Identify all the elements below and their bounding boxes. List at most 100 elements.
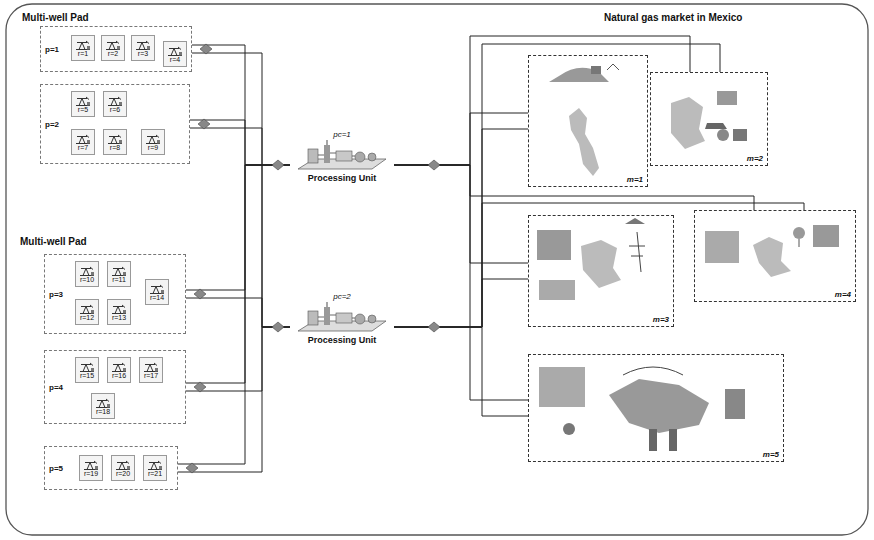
market-illustration xyxy=(529,56,643,188)
gas-well: r=6 xyxy=(103,91,127,117)
index-label: r=15 xyxy=(76,372,98,380)
pumpjack-icon xyxy=(164,44,186,56)
index-label: p=2 xyxy=(45,120,59,129)
flow-line xyxy=(394,279,528,327)
gas-well: r=14 xyxy=(145,279,169,305)
market-illustration xyxy=(651,73,763,167)
pumpjack-icon xyxy=(108,302,130,314)
gas-well: r=4 xyxy=(163,41,187,67)
pumpjack-icon xyxy=(112,458,134,470)
index-label: r=11 xyxy=(108,276,130,284)
gas-well: r=21 xyxy=(143,455,167,481)
index-label: r=19 xyxy=(80,470,102,478)
gas-well: r=20 xyxy=(111,455,135,481)
market-illustration xyxy=(529,355,779,463)
market-region: m=4 xyxy=(694,210,856,302)
gas-well: r=3 xyxy=(131,35,155,61)
gas-well: r=15 xyxy=(75,357,99,383)
index-label: r=20 xyxy=(112,470,134,478)
market-region: m=5 xyxy=(528,354,784,462)
pumpjack-icon xyxy=(144,458,166,470)
pumpjack-icon xyxy=(104,132,126,144)
plant-icon xyxy=(290,301,394,335)
market-region: m=1 xyxy=(528,55,648,187)
pumpjack-icon xyxy=(104,94,126,106)
index-label: r=17 xyxy=(140,372,162,380)
index-label: r=14 xyxy=(146,294,168,302)
unit-name: Processing Unit xyxy=(290,335,394,345)
index-label: r=8 xyxy=(104,144,126,152)
pumpjack-icon xyxy=(80,458,102,470)
market-illustration xyxy=(695,211,851,303)
flow-line xyxy=(178,165,290,464)
section-heading: Natural gas market in Mexico xyxy=(604,12,742,23)
flow-line xyxy=(394,129,528,327)
index-label: p=5 xyxy=(49,464,63,473)
gas-well: r=5 xyxy=(71,91,95,117)
index-label: pc=1 xyxy=(290,130,394,139)
flow-line xyxy=(192,45,290,165)
index-label: p=3 xyxy=(49,290,63,299)
pumpjack-icon xyxy=(92,396,114,408)
pumpjack-icon xyxy=(132,38,154,50)
index-label: r=12 xyxy=(76,314,98,322)
gas-well: r=12 xyxy=(75,299,99,325)
processing-unit: pc=2Processing Unit xyxy=(290,292,394,362)
gas-well: r=17 xyxy=(139,357,163,383)
plant-icon xyxy=(290,139,394,173)
section-heading: Multi-well Pad xyxy=(20,236,87,247)
flow-line xyxy=(394,203,804,327)
gas-well: r=19 xyxy=(79,455,103,481)
gas-well: r=10 xyxy=(75,261,99,287)
mixer-diamond xyxy=(194,382,206,392)
gas-well: r=18 xyxy=(91,393,115,419)
pumpjack-icon xyxy=(102,38,124,50)
index-label: m=4 xyxy=(835,290,851,299)
well-pad: p=2 r=5 r=6 r=7 r=8 r=9 xyxy=(40,84,190,164)
index-label: p=1 xyxy=(45,45,59,54)
mixer-diamond xyxy=(198,119,210,129)
index-label: r=18 xyxy=(92,408,114,416)
flow-line xyxy=(394,113,528,165)
index-label: r=10 xyxy=(76,276,98,284)
pumpjack-icon xyxy=(76,264,98,276)
flow-line xyxy=(394,165,528,400)
gas-well: r=7 xyxy=(71,129,95,155)
processing-unit: pc=1Processing Unit xyxy=(290,130,394,200)
flow-line xyxy=(192,53,290,327)
pumpjack-icon xyxy=(140,360,162,372)
pumpjack-icon xyxy=(146,282,168,294)
mixer-diamond xyxy=(272,160,284,170)
index-label: m=5 xyxy=(763,450,779,459)
market-illustration xyxy=(529,216,669,328)
mixer-diamond xyxy=(272,322,284,332)
index-label: m=3 xyxy=(653,315,669,324)
gas-well: r=1 xyxy=(71,35,95,61)
flow-line xyxy=(394,327,528,416)
gas-well: r=11 xyxy=(107,261,131,287)
index-label: r=16 xyxy=(108,372,130,380)
mixer-diamond xyxy=(186,463,198,473)
index-label: r=5 xyxy=(72,106,94,114)
pumpjack-icon xyxy=(72,94,94,106)
index-label: pc=2 xyxy=(290,292,394,301)
gas-well: r=13 xyxy=(107,299,131,325)
flow-line xyxy=(186,165,290,290)
pumpjack-icon xyxy=(108,264,130,276)
pumpjack-icon xyxy=(76,360,98,372)
pumpjack-icon xyxy=(108,360,130,372)
index-label: p=4 xyxy=(49,383,63,392)
section-heading: Multi-well Pad xyxy=(22,12,89,23)
index-label: r=4 xyxy=(164,56,186,64)
mixer-diamond xyxy=(428,160,440,170)
flow-line xyxy=(186,165,290,383)
gas-well: r=16 xyxy=(107,357,131,383)
pumpjack-icon xyxy=(142,132,164,144)
pumpjack-icon xyxy=(76,302,98,314)
index-label: m=2 xyxy=(747,154,763,163)
flow-line xyxy=(186,327,290,391)
mixer-diamond xyxy=(428,322,440,332)
flow-line xyxy=(178,327,290,472)
index-label: r=9 xyxy=(142,144,164,152)
well-pad: p=3 r=10 r=11 r=12 r=13 r=14 xyxy=(44,254,186,334)
